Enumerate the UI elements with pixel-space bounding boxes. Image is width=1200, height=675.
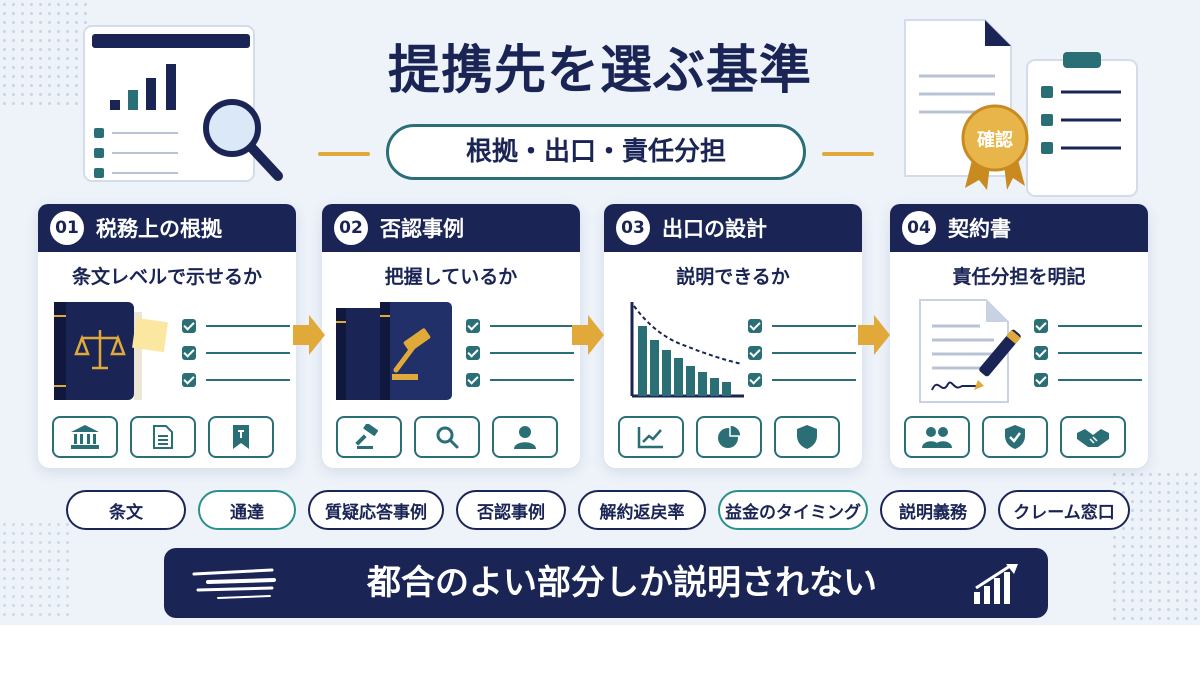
criteria-card-2: 02 否認事例 把握しているか (322, 204, 580, 468)
card-header: 02 否認事例 (322, 204, 580, 252)
tag: 益金のタイミング (718, 490, 868, 530)
bookmark-icon (208, 416, 274, 458)
contract-pen-icon (919, 299, 1021, 403)
search-icon (414, 416, 480, 458)
checkbox-icon (1034, 372, 1048, 387)
warning-banner: 都合のよい部分しか説明されない (164, 548, 1048, 618)
banner-text: 都合のよい部分しか説明されない (367, 563, 877, 603)
checkbox-icon (182, 345, 196, 360)
law-book-icon (54, 302, 168, 400)
tag: 説明義務 (880, 490, 986, 530)
tag: クレーム窓口 (998, 490, 1130, 530)
card-number: 04 (902, 211, 936, 245)
report-magnifier-icon (83, 25, 283, 182)
speed-lines-icon (192, 568, 276, 599)
icon-row (336, 416, 558, 458)
criteria-card-3: 03 出口の設計 説明できるか (604, 204, 862, 468)
icon-row (904, 416, 1126, 458)
dot-pattern (1110, 470, 1200, 620)
pie-chart-icon (696, 416, 762, 458)
card-title: 出口の設計 (662, 217, 767, 241)
gavel-icon (336, 416, 402, 458)
icon-row (618, 416, 840, 458)
card-subtitle: 説明できるか (676, 266, 790, 288)
arrow-right-icon (572, 315, 604, 355)
books-gavel-icon (336, 302, 452, 400)
card-subtitle: 把握しているか (384, 266, 518, 288)
keyword-tags: 条文 通達 質疑応答事例 否認事例 解約返戻率 益金のタイミング 説明義務 クレ… (66, 490, 1130, 530)
infographic: 確認 提携先を選ぶ基準 根拠・出口・責任分担 01 税務上の根拠 条文レベルで示… (0, 0, 1200, 625)
page-title: 提携先を選ぶ基準 (387, 41, 812, 101)
card-title: 税務上の根拠 (96, 217, 222, 241)
checkbox-icon (748, 345, 762, 360)
tag: 否認事例 (456, 490, 566, 530)
bank-icon (52, 416, 118, 458)
checkbox-icon (466, 345, 480, 360)
line-chart-icon (618, 416, 684, 458)
card-title: 契約書 (948, 217, 1011, 241)
checkbox-icon (182, 372, 196, 387)
tag: 解約返戻率 (578, 490, 706, 530)
card-number: 01 (50, 211, 84, 245)
growth-chart-icon (974, 564, 1018, 604)
card-subtitle: 責任分担を明記 (952, 266, 1086, 288)
card-header: 04 契約書 (890, 204, 1148, 252)
checkbox-icon (466, 318, 480, 333)
people-icon (904, 416, 970, 458)
checkbox-icon (748, 372, 762, 387)
arrow-right-icon (293, 315, 325, 355)
shield-check-icon (982, 416, 1048, 458)
documents-clipboard-icon (904, 19, 1138, 197)
tag: 条文 (66, 490, 186, 530)
checklist (748, 312, 856, 393)
subtitle-group: 根拠・出口・責任分担 (318, 124, 878, 184)
card-number: 02 (334, 211, 368, 245)
confirm-badge-label: 確認 (977, 130, 1013, 151)
divider (318, 152, 370, 156)
divider (822, 152, 874, 156)
icon-row (52, 416, 274, 458)
card-subtitle: 条文レベルで示せるか (71, 266, 262, 288)
card-title: 否認事例 (380, 217, 464, 241)
checkbox-icon (182, 318, 196, 333)
criteria-card-1: 01 税務上の根拠 条文レベルで示せるか (38, 204, 296, 468)
checkbox-icon (466, 372, 480, 387)
arrow-right-icon (858, 315, 890, 355)
criteria-card-4: 04 契約書 責任分担を明記 (890, 204, 1148, 468)
dot-pattern (0, 0, 90, 110)
checklist (182, 312, 290, 393)
document-icon (130, 416, 196, 458)
checkbox-icon (1034, 318, 1048, 333)
card-number: 03 (616, 211, 650, 245)
checkbox-icon (1034, 345, 1048, 360)
checkbox-icon (748, 318, 762, 333)
handshake-icon (1060, 416, 1126, 458)
card-header: 01 税務上の根拠 (38, 204, 296, 252)
tag: 通達 (198, 490, 296, 530)
shield-icon (774, 416, 840, 458)
checklist (1034, 312, 1142, 393)
declining-bar-chart-icon (630, 302, 744, 398)
tag: 質疑応答事例 (308, 490, 444, 530)
dot-pattern (0, 520, 70, 620)
checklist (466, 312, 574, 393)
subtitle: 根拠・出口・責任分担 (386, 124, 806, 180)
card-header: 03 出口の設計 (604, 204, 862, 252)
person-icon (492, 416, 558, 458)
